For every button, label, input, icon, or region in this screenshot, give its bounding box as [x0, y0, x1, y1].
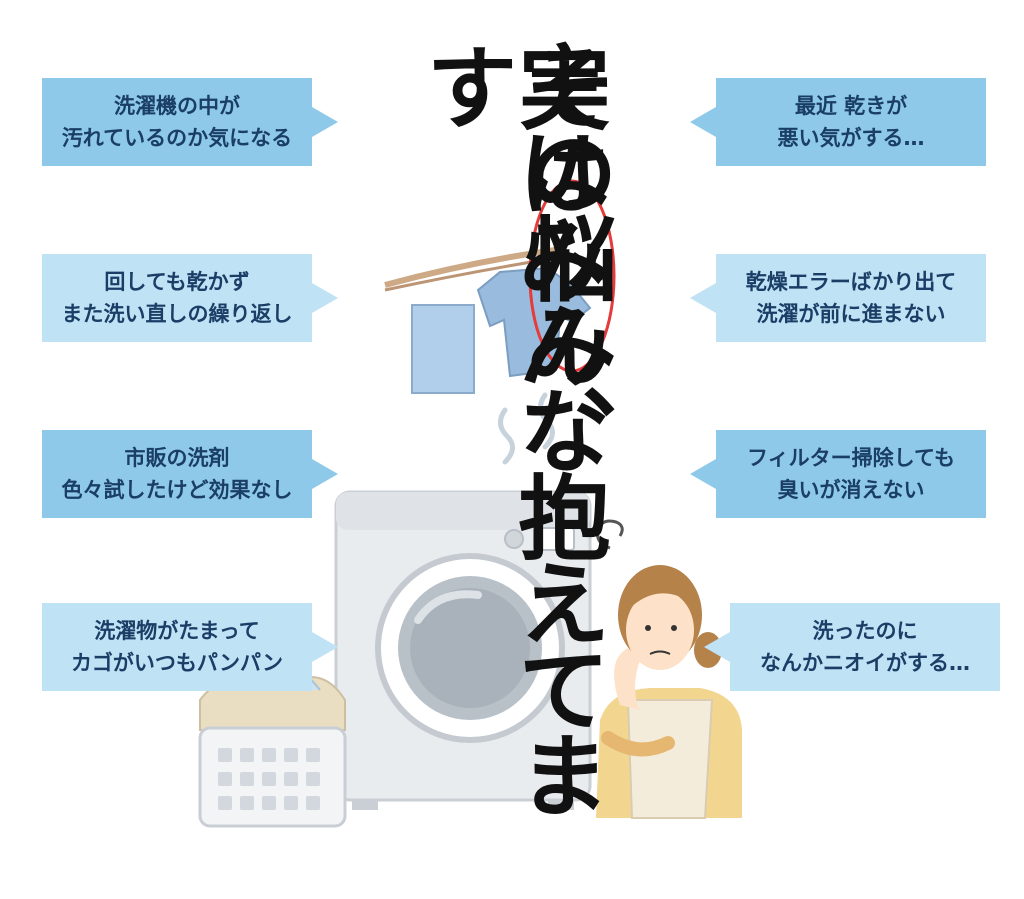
bubble-left-1-line2: 汚れているのか気になる — [61, 126, 293, 150]
bubble-left-3-line1: 市販の洗剤 — [124, 446, 230, 470]
bubble-right-4: 洗ったのに なんかニオイがする… — [704, 603, 1000, 691]
bubble-right-3: フィルター掃除しても 臭いが消えない — [690, 430, 986, 518]
bubble-right-4-line2: なんかニオイがする… — [760, 651, 970, 675]
bubble-right-3-line2: 臭いが消えない — [777, 478, 925, 502]
bubble-left-2: 回しても乾かず また洗い直しの繰り返し — [42, 254, 338, 342]
bubble-left-1: 洗濯機の中が 汚れているのか気になる — [42, 78, 338, 166]
bubble-left-3-line2: 色々試したけど効果なし — [61, 478, 293, 502]
bubble-left-4-line2: カゴがいつもパンパン — [70, 651, 284, 675]
bubble-left-2-line1: 回しても乾かず — [104, 270, 250, 294]
bubble-left-3: 市販の洗剤 色々試したけど効果なし — [42, 430, 338, 518]
bubble-right-2-line2: 洗濯が前に進まない — [756, 302, 946, 326]
odor-wave-icon — [498, 392, 555, 465]
headline-line1: その悩み、 — [510, 40, 617, 470]
bubble-right-1-line1: 最近 乾きが — [794, 94, 908, 118]
bubble-right-3-line1: フィルター掃除しても — [747, 446, 955, 470]
bubble-left-4: 洗濯物がたまって カゴがいつもパンパン — [42, 603, 338, 691]
bubble-right-1-line2: 悪い気がする… — [777, 126, 925, 150]
bubble-right-1: 最近 乾きが 悪い気がする… — [690, 78, 986, 166]
washing-machine-icon — [334, 490, 592, 810]
bubble-left-2-line2: また洗い直しの繰り返し — [61, 302, 293, 326]
bubble-right-4-line1: 洗ったのに — [812, 619, 918, 643]
bubble-left-4-line1: 洗濯物がたまって — [94, 619, 260, 643]
bubble-right-2: 乾燥エラーばかり出て 洗濯が前に進まない — [690, 254, 986, 342]
headline-line2: 実はみんな抱えてます — [411, 40, 610, 814]
bubble-right-2-line1: 乾燥エラーばかり出て — [745, 270, 957, 294]
laundry-basket-icon — [198, 669, 347, 828]
bubble-left-1-line1: 洗濯機の中が — [114, 94, 240, 118]
highlight-circle — [528, 179, 616, 373]
worried-woman-icon — [596, 519, 742, 819]
